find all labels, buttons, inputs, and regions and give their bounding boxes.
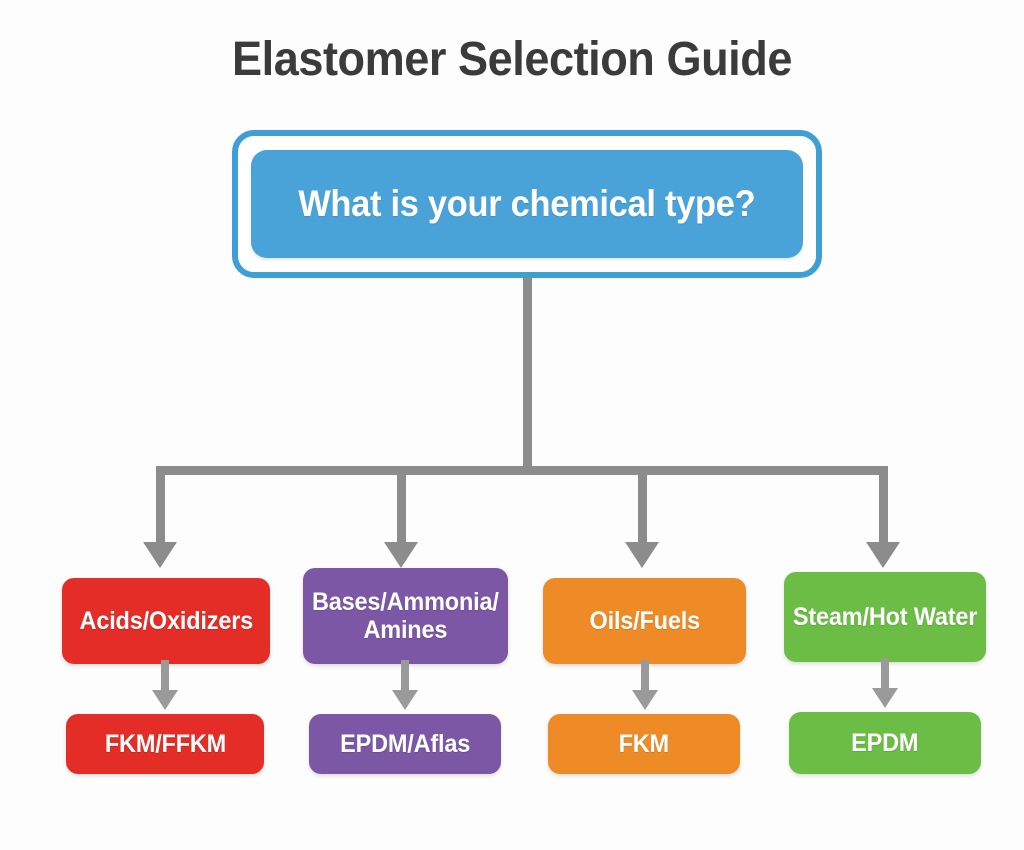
root-node-question-box[interactable]: What is your chemical type? [251,150,803,258]
connector-drop-acids [156,466,165,546]
connector-root-stem [523,278,532,474]
arrowhead-oils [625,542,659,568]
arrowhead-acids [143,542,177,568]
arrowhead-steam [866,542,900,568]
material-label-epdm-aflas: EPDM/Aflas [339,730,471,758]
material-label-fkm: FKM [618,730,670,758]
arrowhead-bases-to-epdmaflas [392,690,418,710]
connector-horizontal-bus [156,466,888,475]
category-label-line-1: Bases/Ammonia/ [312,588,499,616]
material-box-epdm-aflas[interactable]: EPDM/Aflas [309,714,501,774]
category-box-steam-hot-water[interactable]: Steam/Hot Water [784,572,986,662]
material-box-fkm-ffkm[interactable]: FKM/FFKM [66,714,264,774]
material-box-epdm[interactable]: EPDM [789,712,981,774]
arrowhead-oils-to-fkm [632,690,658,710]
connector-drop-oils [638,466,647,546]
connector-steam-to-epdm [881,658,889,692]
category-label-oils-fuels: Oils/Fuels [589,607,700,635]
material-label-fkm-ffkm: FKM/FFKM [104,730,226,758]
material-label-epdm: EPDM [851,729,919,757]
category-label-bases-ammonia-amines: Bases/Ammonia/ Amines [312,588,499,644]
root-node-label: What is your chemical type? [298,183,756,224]
connector-drop-steam [879,466,888,546]
category-box-oils-fuels[interactable]: Oils/Fuels [543,578,746,664]
category-label-steam-hot-water: Steam/Hot Water [792,603,978,631]
arrowhead-bases [384,542,418,568]
material-box-fkm[interactable]: FKM [548,714,740,774]
connector-drop-bases [397,466,406,546]
category-box-acids-oxidizers[interactable]: Acids/Oxidizers [62,578,270,664]
category-label-acids-oxidizers: Acids/Oxidizers [79,607,253,635]
category-label-line-2: Amines [363,616,448,644]
page-title: Elastomer Selection Guide [232,33,792,86]
connector-acids-to-fkmffkm [161,660,169,694]
connector-bases-to-epdmaflas [401,660,409,694]
category-box-bases-ammonia-amines[interactable]: Bases/Ammonia/ Amines [303,568,508,664]
connector-oils-to-fkm [641,660,649,694]
arrowhead-acids-to-fkmffkm [152,690,178,710]
arrowhead-steam-to-epdm [872,688,898,708]
